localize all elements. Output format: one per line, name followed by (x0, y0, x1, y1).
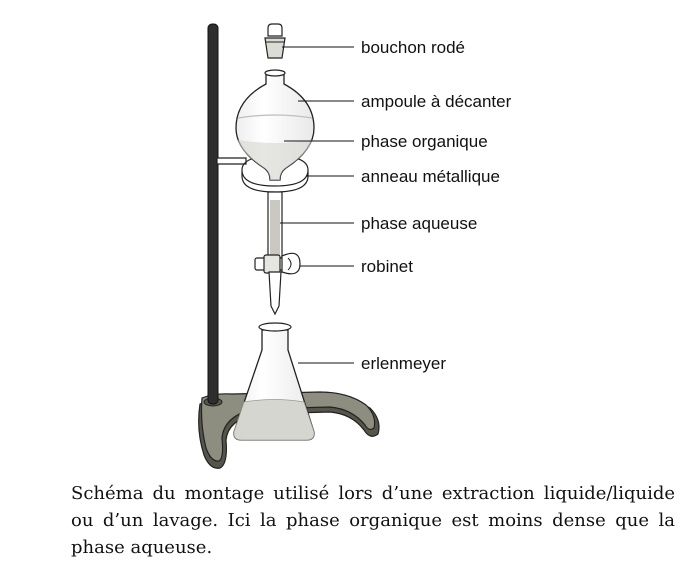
figure-caption: Schéma du montage utilisé lors d’une ext… (71, 483, 675, 558)
erlenmeyer-flask (233, 322, 315, 441)
aqueous-phase-in-bulb (238, 140, 312, 180)
aqueous-phase-stem (270, 200, 280, 256)
label-flask: erlenmeyer (361, 354, 446, 373)
label-stopcock: robinet (361, 257, 413, 276)
flask-liquid (233, 399, 315, 441)
stopcock-key (263, 254, 281, 274)
ground-glass-stopper (264, 23, 286, 59)
separatory-funnel-diagram: bouchon rodé ampoule à décanter phase or… (198, 23, 512, 469)
label-stopper: bouchon rodé (361, 38, 465, 57)
stopper-plug (264, 37, 286, 59)
stopper-knob (267, 23, 283, 37)
label-funnel: ampoule à décanter (361, 92, 512, 111)
label-organic-phase: phase organique (361, 132, 488, 151)
label-aqueous-phase: phase aqueuse (361, 214, 477, 233)
label-ring: anneau métallique (361, 167, 500, 186)
separatory-funnel (235, 69, 315, 181)
ring-arm (216, 157, 247, 165)
organic-phase-interface (237, 114, 313, 119)
funnel-outlet-tip (268, 271, 282, 316)
stopcock-handle-notch (287, 257, 292, 271)
stand-rod (207, 23, 219, 405)
stopcock (254, 252, 301, 275)
funnel-neck-rim (264, 69, 286, 77)
flask-rim (258, 322, 292, 332)
funnel-stem (267, 191, 283, 259)
